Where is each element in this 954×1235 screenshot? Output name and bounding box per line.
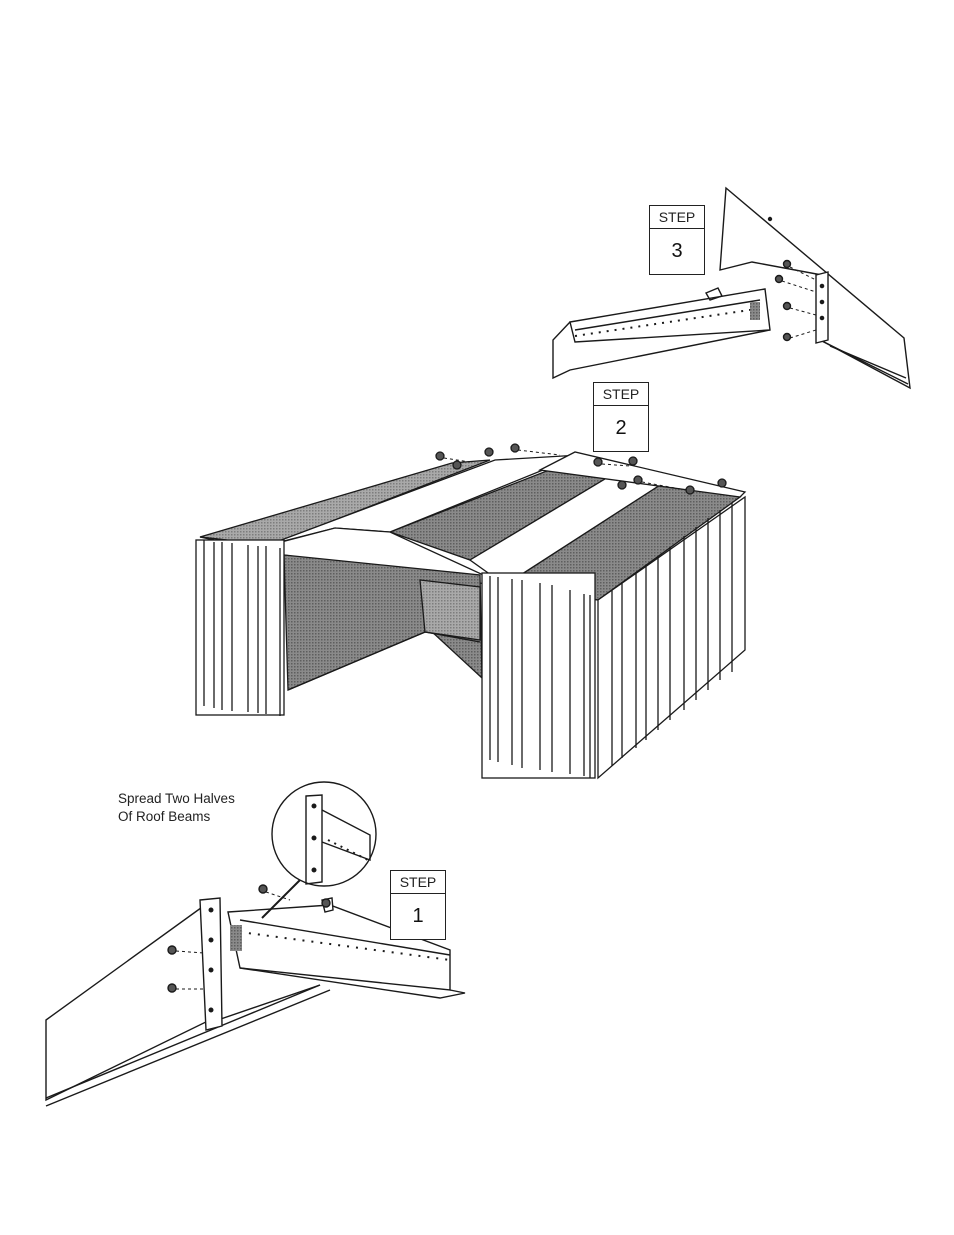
step-3-word: STEP xyxy=(650,206,704,229)
step1-detail xyxy=(46,782,465,1106)
spread-roof-beams-note: Spread Two Halves Of Roof Beams xyxy=(118,790,278,826)
step-1-word: STEP xyxy=(391,871,445,894)
step-3-number: 3 xyxy=(650,229,704,273)
step-1-label: STEP 1 xyxy=(390,870,446,940)
step-2-number: 2 xyxy=(594,406,648,450)
step3-detail xyxy=(553,188,910,388)
step-3-label: STEP 3 xyxy=(649,205,705,275)
step-1-number: 1 xyxy=(391,894,445,938)
shed-illustration xyxy=(196,444,745,778)
step-2-word: STEP xyxy=(594,383,648,406)
step-2-label: STEP 2 xyxy=(593,382,649,452)
